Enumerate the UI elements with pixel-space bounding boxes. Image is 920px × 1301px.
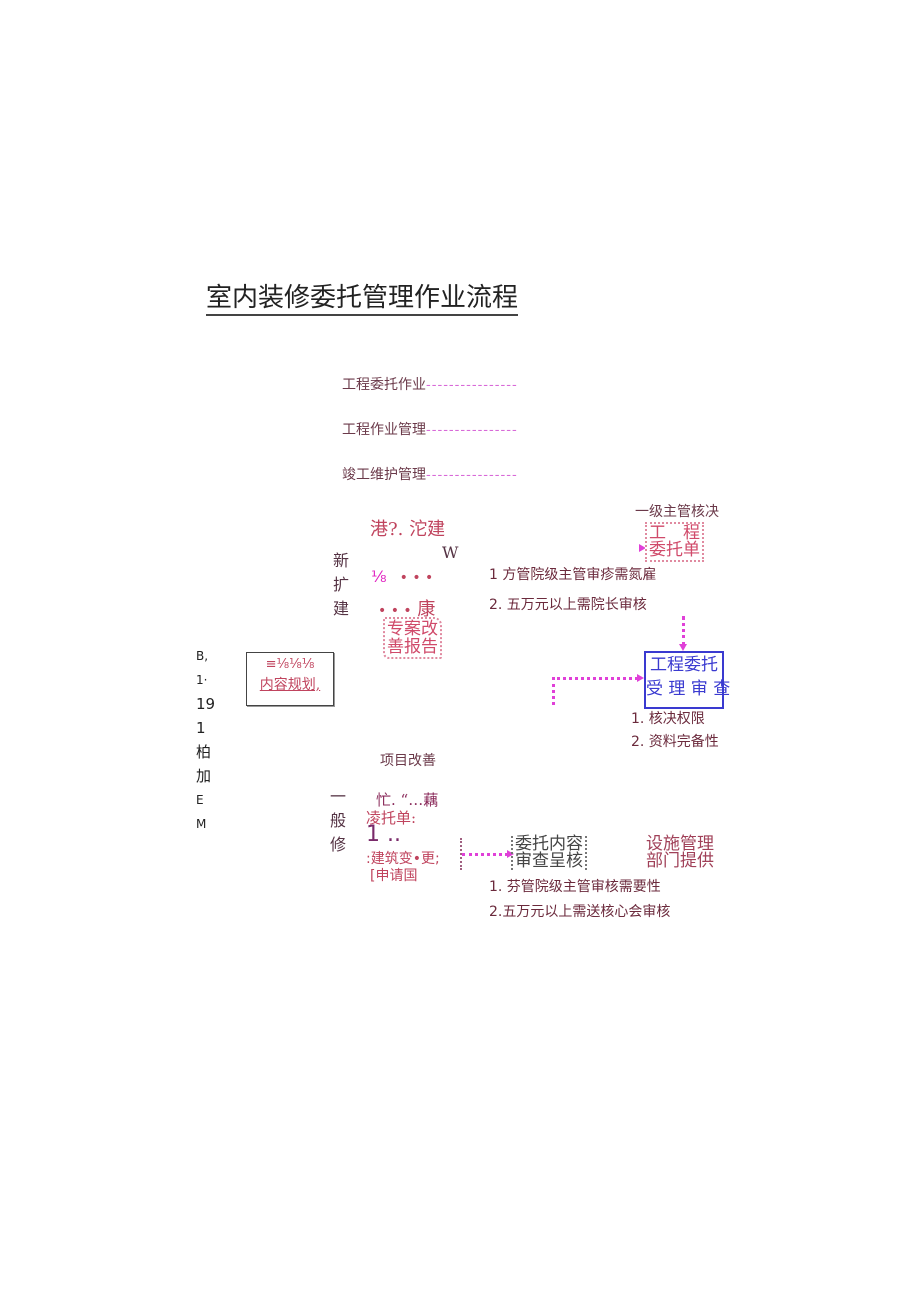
vertical-char: 修 (330, 835, 347, 854)
stamp-line: 委托单 (649, 540, 700, 560)
general-repair-line4: :建筑变•更; (366, 851, 440, 867)
general-repair-line2: 凌托单: (366, 809, 417, 827)
legend-label: 竣工维护管理 (342, 467, 426, 483)
project-improvement-report-stamp: 专案改 善报告 (383, 617, 442, 659)
arrow-right-icon (637, 674, 644, 682)
general-repair-vertical-label: 一 般 修 (330, 785, 346, 857)
general-repair-line3: 1 .. (366, 822, 401, 847)
general-repair-note-2: 2.五万元以上需送核心会审核 (489, 904, 671, 920)
general-repair-line5: [申请国 (370, 868, 418, 884)
connector-vertical (682, 616, 685, 646)
legend-item-maintenance: 竣工维护管理---------------- (342, 464, 518, 484)
general-repair-line1: 忙. “…藕 (376, 791, 439, 809)
approval-heading: 一级主管核决 (635, 504, 719, 520)
review-box-line: 受 理 审 查 (646, 679, 731, 699)
review-note-2: 2. 资料完备性 (631, 734, 719, 750)
stamp-line: 部门提供 (646, 851, 714, 871)
connector-horizontal (462, 853, 508, 856)
vertical-char: 扩 (333, 575, 350, 594)
project-improvement-label: 项目改善 (380, 753, 436, 769)
stamp-line: 设施管理 (646, 834, 714, 854)
arrow-right-icon (507, 850, 514, 858)
connector-horizontal (552, 677, 638, 680)
new-build-line4: • • • 康 (378, 595, 435, 621)
legend-item-management: 工程作业管理---------------- (342, 419, 518, 439)
new-build-vertical-label: 新 扩 建 (333, 549, 349, 621)
fraction-glyph: ⅛ (371, 567, 387, 586)
legend-label: 工程委托作业 (342, 377, 426, 393)
plan-box-label: 内容规划, (259, 677, 321, 693)
legend-dash-line: ---------------- (426, 377, 518, 393)
arrow-down-icon (679, 644, 687, 651)
left-label: 柏 (196, 743, 212, 761)
connector-vertical (552, 677, 555, 705)
legend-item-commission: 工程委托作业---------------- (342, 374, 518, 394)
plan-box-top: ≡⅛⅛⅛ (265, 657, 315, 672)
commission-review-box: 工程委托 受 理 审 查 (644, 651, 731, 709)
left-label: M (196, 817, 207, 831)
stamp-line: 委托内容 (515, 834, 583, 854)
stamp-line: 善报告 (387, 637, 438, 657)
stamp-line: 专案改 (387, 619, 438, 639)
page-title: 室内装修委托管理作业流程 (206, 282, 519, 316)
content-review-stamp: 委托内容 审查呈核 (511, 836, 587, 870)
stamp-line: 审查呈核 (515, 851, 583, 871)
new-build-line1: 港?. 沱建 (370, 519, 446, 540)
work-order-stamp: 工 程 委托单 (645, 522, 704, 562)
legend-label: 工程作业管理 (342, 422, 426, 438)
content-planning-box: ≡⅛⅛⅛ 内容规划, (246, 652, 334, 706)
approval-note-1: 1 方管院级主管审疹需氮雇 (489, 567, 657, 583)
left-label: 1 (196, 719, 206, 737)
left-margin-labels: B, 1· 19 1 柏 加 E M (196, 644, 215, 836)
review-box-line: 工程委托 (650, 655, 718, 675)
left-label: 1· (196, 673, 208, 687)
left-label: 加 (196, 767, 212, 785)
new-build-line3: ⅛ • • • (371, 567, 433, 586)
left-label: B, (196, 649, 209, 663)
vertical-char: 建 (333, 599, 350, 618)
approval-note-2: 2. 五万元以上需院长审核 (489, 597, 647, 613)
vertical-char: 一 (330, 787, 347, 806)
dots: • • • (378, 603, 412, 619)
legend-dash-line: ---------------- (426, 467, 518, 483)
connector-vertical (460, 838, 462, 870)
line-end-char: 康 (417, 599, 436, 620)
review-note-1: 1. 核决权限 (631, 711, 705, 727)
dots: • • • (399, 570, 434, 586)
stamp-line: 工 程 (649, 523, 700, 543)
general-repair-note-1: 1. 芬管院级主管审核需要性 (489, 879, 661, 895)
arrow-right-icon (639, 544, 646, 552)
left-label: E (196, 793, 204, 807)
left-label: 19 (196, 695, 216, 713)
new-build-line2: W (442, 543, 459, 562)
legend-dash-line: ---------------- (426, 422, 518, 438)
vertical-char: 新 (333, 551, 350, 570)
facility-department-stamp: 设施管理 部门提供 (646, 836, 714, 870)
vertical-char: 般 (330, 811, 347, 830)
